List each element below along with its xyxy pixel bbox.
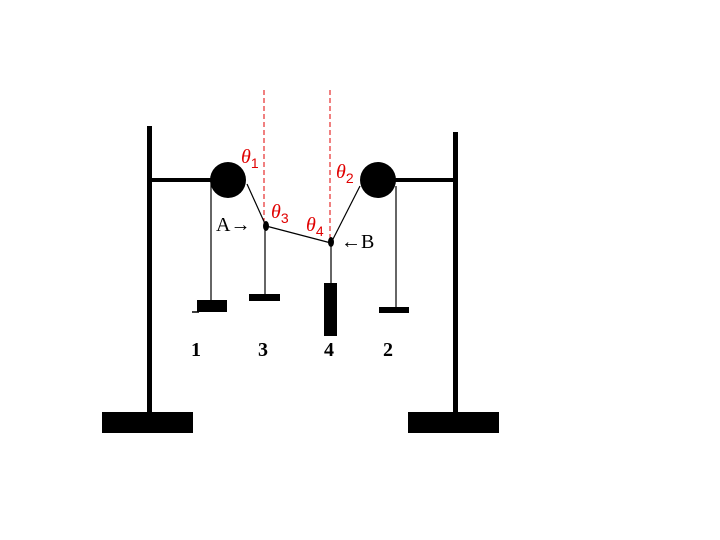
weight-label-2: 2 [383,339,393,361]
weight-label-4: 4 [324,339,334,361]
string-pulley1-to-a [246,183,267,227]
point-label-a: A→ [216,214,250,236]
angle-label-theta-3: θ3 [271,201,289,226]
angle-label-theta-4: θ4 [306,214,324,239]
string-a-to-b [265,225,332,244]
right-stand-base [408,412,499,433]
right-pulley [360,162,396,198]
left-stand-base [102,412,193,433]
weight-2 [379,307,409,313]
point-label-b: ←B [341,231,374,253]
left-pulley [210,162,246,198]
weight-1 [197,300,227,312]
knot-a [263,221,269,231]
angle-label-theta-1: θ1 [241,146,259,171]
angle-label-theta-2: θ2 [336,161,354,186]
knot-b [328,237,334,247]
weight-4 [324,283,337,336]
weight-label-3: 3 [258,339,268,361]
weight-label-1: 1 [191,339,201,361]
weight-3 [249,294,280,301]
string-b-to-pulley2 [330,185,361,244]
